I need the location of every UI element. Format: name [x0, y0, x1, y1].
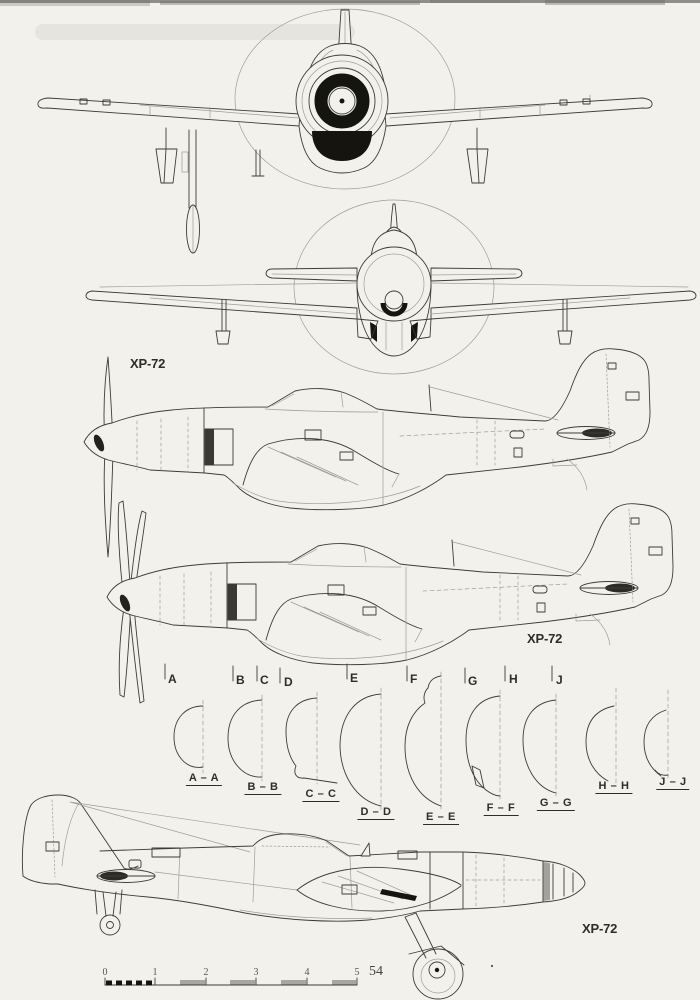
- scale-tick-0: 0: [102, 967, 108, 978]
- scale-tick-4: 4: [304, 967, 310, 978]
- side-view-middle-label: XP-72: [527, 631, 563, 646]
- station-marker-d: D: [284, 675, 293, 689]
- front-view-drawing: [37, 8, 653, 254]
- rear-view-drawing: [85, 199, 697, 375]
- station-marker-f: F: [410, 672, 418, 686]
- section-label-dd: D – D: [357, 806, 395, 820]
- side-view-top-drawing: [83, 348, 651, 558]
- side-view-top-label: XP-72: [130, 356, 166, 371]
- scale-tick-2: 2: [203, 967, 209, 978]
- side-view-bottom-label: XP-72: [582, 921, 618, 936]
- section-label-aa: A – A: [185, 772, 223, 786]
- station-marker-j: J: [556, 673, 563, 687]
- cross-sections-drawing: [164, 663, 669, 811]
- station-marker-h: H: [509, 672, 518, 686]
- side-view-middle-drawing: [106, 500, 674, 704]
- station-marker-c: C: [260, 673, 269, 687]
- page-number: 54: [369, 964, 383, 979]
- scale-tick-1: 1: [152, 967, 158, 978]
- section-label-ee: E – E: [423, 811, 459, 825]
- section-label-cc: C – C: [302, 788, 340, 802]
- side-view-bottom-drawing: [21, 794, 586, 1000]
- section-label-gg: G – G: [536, 797, 576, 811]
- station-marker-g: G: [468, 674, 478, 688]
- section-label-ff: F – F: [483, 802, 519, 816]
- section-label-jj: J – J: [656, 776, 690, 790]
- section-label-hh: H – H: [595, 780, 633, 794]
- station-marker-a: A: [168, 672, 177, 686]
- station-marker-e: E: [350, 671, 359, 685]
- station-marker-b: B: [236, 673, 245, 687]
- scan-artifacts: [0, 0, 700, 968]
- section-label-bb: B – B: [244, 781, 282, 795]
- scale-tick-5: 5: [354, 967, 360, 978]
- scale-tick-3: 3: [253, 967, 259, 978]
- scale-bar-drawing: [104, 977, 358, 986]
